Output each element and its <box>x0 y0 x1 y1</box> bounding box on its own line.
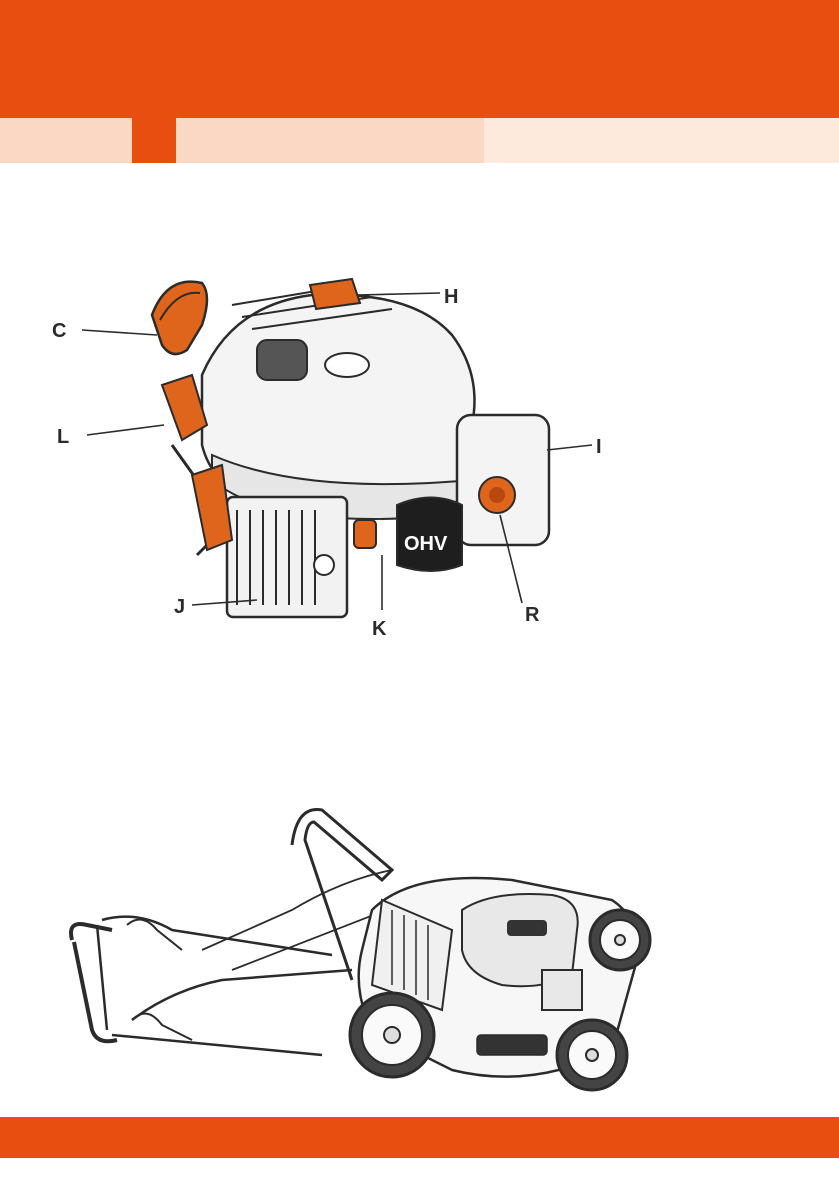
callout-i: I <box>596 436 602 458</box>
header-tab-strip <box>0 118 839 163</box>
header-tab-4 <box>484 118 839 163</box>
callout-h: H <box>444 286 458 308</box>
engine-illustration: OHV C H L I J K R <box>52 265 612 657</box>
callout-k: K <box>372 618 387 640</box>
front-right-wheel-icon <box>557 1020 627 1090</box>
front-left-wheel-icon <box>350 993 434 1077</box>
callout-c: C <box>52 320 66 342</box>
lawn-mower-icon <box>52 800 662 1100</box>
engine-ohv-badge: OHV <box>404 533 448 555</box>
callout-r: R <box>525 604 540 626</box>
lawn-mower-figure <box>52 800 662 1100</box>
header-tab-1 <box>0 118 132 163</box>
header-tab-3 <box>176 118 484 163</box>
top-header-banner <box>0 0 839 118</box>
bottom-footer-bar <box>0 1117 839 1158</box>
header-tab-2-active <box>132 118 176 163</box>
callout-l: L <box>57 426 69 448</box>
rear-right-wheel-icon <box>590 910 650 970</box>
engine-figure: OHV C H L I J K R <box>52 265 612 657</box>
callout-j: J <box>174 596 185 618</box>
